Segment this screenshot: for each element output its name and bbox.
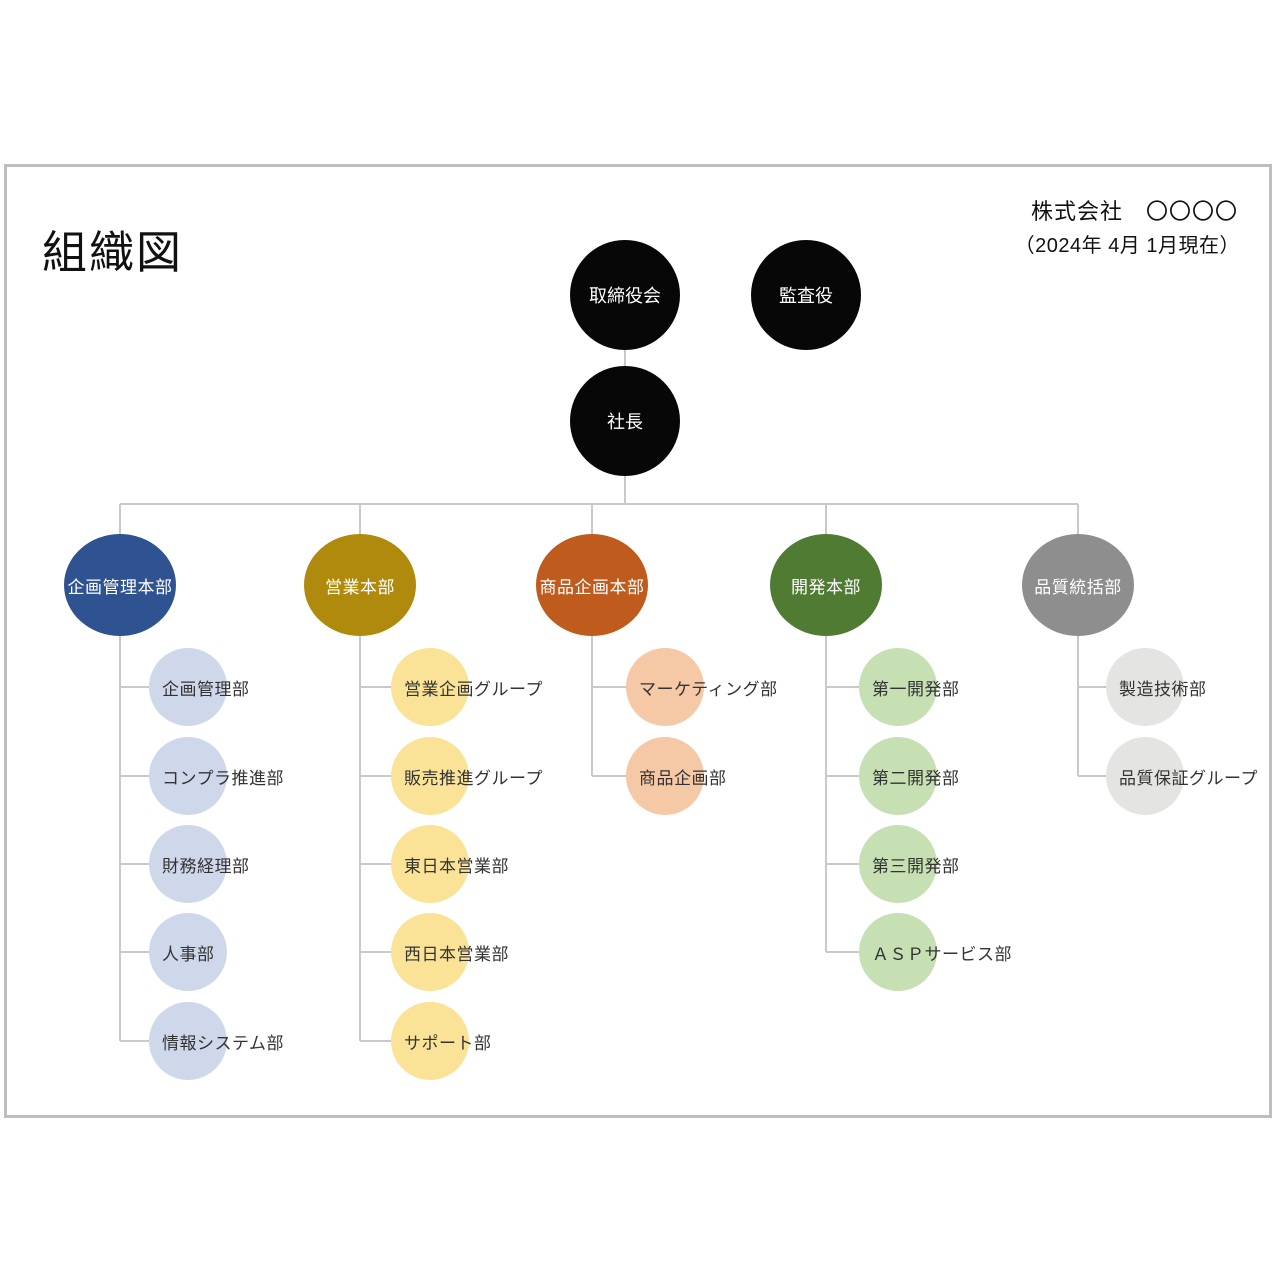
node-label: 商品企画部 [639,768,727,788]
node-board-of-directors: 取締役会 [570,240,680,350]
node-label: 人事部 [162,944,215,964]
node-label: 東日本営業部 [404,856,509,876]
node-label: ＡＳＰサービス部 [872,944,1012,964]
node-label: 財務経理部 [162,856,250,876]
node-label: 監査役 [779,286,833,306]
node-label: 品質保証グループ [1119,768,1258,788]
node-label: 第二開発部 [872,768,960,788]
node-label: 西日本営業部 [404,944,509,964]
node-label: 営業企画グループ [404,679,543,699]
company-name: 株式会社 〇〇〇〇 [1030,199,1238,224]
node-dept-planning-5: 情報システム部 [149,1002,284,1080]
node-dept-planning-2: コンプラ推進部 [149,737,284,815]
node-label: コンプラ推進部 [162,768,284,788]
node-dept-development-3: 第三開発部 [859,825,959,903]
node-dept-product-2: 商品企画部 [626,737,726,815]
node-label: 社長 [607,412,643,432]
node-dept-sales-1: 営業企画グループ [391,648,542,726]
node-label: 販売推進グループ [404,768,543,788]
node-division-quality: 品質統括部 [1022,534,1134,636]
node-label: 取締役会 [589,286,661,306]
node-dept-development-4: ＡＳＰサービス部 [859,913,1012,991]
node-label: 製造技術部 [1119,679,1207,699]
node-division-planning-administration: 企画管理本部 [64,534,176,636]
node-dept-sales-2: 販売推進グループ [391,737,542,815]
node-dept-planning-3: 財務経理部 [149,825,249,903]
node-label: 情報システム部 [162,1033,284,1053]
node-dept-sales-3: 東日本営業部 [391,825,509,903]
date-note: （2024年 4月 1月現在） [1014,235,1240,257]
node-label: 第一開発部 [872,679,960,699]
node-division-sales: 営業本部 [304,534,416,636]
node-dept-product-1: マーケティング部 [626,648,777,726]
node-label: 品質統括部 [1034,577,1122,597]
node-label: 商品企画本部 [539,577,645,597]
node-label: サポート部 [404,1033,492,1053]
node-label: マーケティング部 [639,679,778,699]
node-auditor: 監査役 [751,240,861,350]
node-division-development: 開発本部 [770,534,882,636]
node-dept-development-1: 第一開発部 [859,648,959,726]
node-label: 企画管理本部 [67,577,173,597]
node-dept-sales-5: サポート部 [391,1002,491,1080]
node-dept-quality-2: 品質保証グループ [1106,737,1257,815]
node-dept-development-2: 第二開発部 [859,737,959,815]
node-label: 企画管理部 [162,679,250,699]
node-president: 社長 [570,366,680,476]
node-label: 第三開発部 [872,856,960,876]
node-dept-quality-1: 製造技術部 [1106,648,1206,726]
node-label: 開発本部 [791,577,861,597]
node-dept-planning-4: 人事部 [149,913,227,991]
node-dept-planning-1: 企画管理部 [149,648,249,726]
node-division-product-planning: 商品企画本部 [536,534,648,636]
node-label: 営業本部 [325,577,395,597]
page-title: 組織図 [42,227,184,278]
node-dept-sales-4: 西日本営業部 [391,913,509,991]
